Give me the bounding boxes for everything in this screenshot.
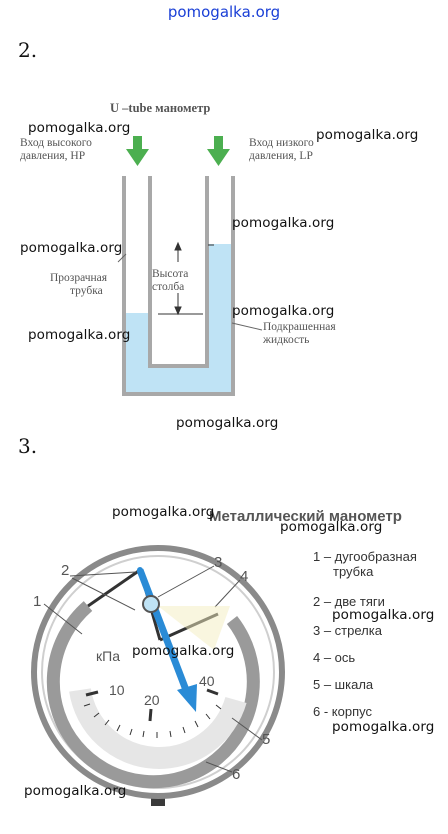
watermark-11: pomogalka.org <box>132 643 235 659</box>
bourdon-tube <box>46 601 260 789</box>
metal-gauge-title: Металлический манометр <box>209 508 402 525</box>
legend-item-2: 2 – две тяги <box>313 594 385 609</box>
colored-liquid <box>126 244 231 392</box>
watermark-1: pomogalka.org <box>28 120 131 136</box>
watermark-6: pomogalka.org <box>28 327 131 343</box>
scale-ticks <box>83 703 222 738</box>
callout-6: 6 <box>232 766 241 783</box>
watermark-9: pomogalka.org <box>280 519 383 535</box>
arrow-high-pressure <box>126 136 149 166</box>
watermark-2: pomogalka.org <box>316 127 419 143</box>
legend-item-3: 3 – стрелка <box>313 623 382 638</box>
scale-major-ticks <box>85 688 219 722</box>
callout-4: 4 <box>240 568 249 585</box>
legend-item-5: 5 – шкала <box>313 677 374 692</box>
watermark-5: pomogalka.org <box>232 303 335 319</box>
callout-1: 1 <box>33 593 42 610</box>
gauge-scale <box>69 688 247 769</box>
gauge-needle <box>136 568 197 712</box>
watermark-10: pomogalka.org <box>332 607 435 623</box>
legend-item-1: 1 – дугообразная трубка <box>313 549 417 579</box>
column-height-indicator <box>158 241 214 316</box>
gauge-unit: кПа <box>96 648 120 664</box>
arrow-low-pressure <box>207 136 230 166</box>
legend-item-4: 4 – ось <box>313 650 356 665</box>
watermark-top: pomogalka.org <box>167 3 281 21</box>
callout-2: 2 <box>61 562 70 579</box>
watermark-13: pomogalka.org <box>24 783 127 799</box>
section-2-number: 2. <box>18 38 38 62</box>
watermark-12: pomogalka.org <box>332 719 435 735</box>
watermark-8: pomogalka.org <box>112 504 215 520</box>
callout-5: 5 <box>262 731 271 748</box>
watermark-4: pomogalka.org <box>20 240 123 256</box>
u-tube-title: U –tube манометр <box>110 101 211 115</box>
scale-label-20: 20 <box>144 692 160 708</box>
scale-label-10: 10 <box>109 682 125 698</box>
section-3-number: 3. <box>18 434 38 458</box>
callout-lines <box>43 565 263 773</box>
legend-item-6: 6 - корпус <box>313 704 372 719</box>
scale-label-40: 40 <box>199 673 215 689</box>
gauge-axis <box>142 595 160 613</box>
watermark-3: pomogalka.org <box>232 215 335 231</box>
watermark-7: pomogalka.org <box>176 415 279 431</box>
callout-3: 3 <box>214 554 223 571</box>
